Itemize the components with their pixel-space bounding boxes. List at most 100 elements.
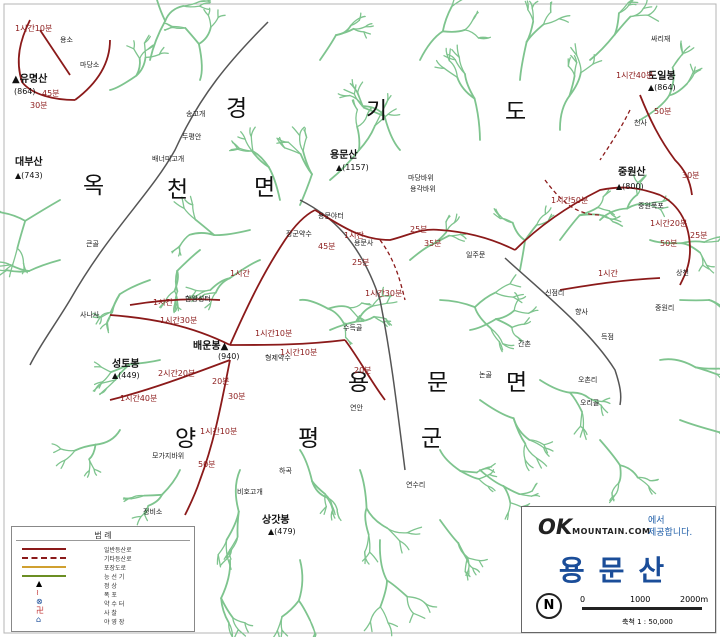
stream-line [569,391,583,413]
stream-line [448,59,458,78]
campsite-icon: ⌂ [36,615,42,624]
stream-line [280,629,283,637]
stream-line [181,196,185,209]
trail-time-label: 30분 [682,171,700,180]
peak-triangle-icon: ▲ [112,371,119,380]
stream-line [299,173,313,206]
stream-line [535,457,548,467]
place-label: 싸리재 [651,35,671,43]
stream-line [24,199,61,222]
stream-line [361,551,371,562]
stream-line [374,113,389,127]
stream-line [549,1,553,13]
region-label: 도 [505,99,527,125]
place-label: 연수리 [406,481,426,489]
stream-line [681,240,706,245]
stream-line [100,311,112,318]
stream-line [679,419,720,434]
stream-line [528,306,537,314]
region-label: 평 [298,426,320,452]
stream-line [100,366,112,373]
stream-line [487,485,494,493]
stream-line [647,14,660,22]
stream-line [639,94,671,121]
stream-line [387,622,393,637]
stream-line [225,510,240,541]
peak-sanggatbong[interactable]: 상갓봉 [262,515,290,526]
stream-line [579,427,584,438]
stream-line [0,261,11,266]
stream-line [433,234,451,245]
stream-line [702,264,710,270]
stream-line [660,195,667,203]
stream-line [502,485,521,495]
stream-line [0,210,3,214]
stream-line [382,321,388,328]
stream-line [160,300,167,309]
peak-seongtobong[interactable]: 성토봉 [112,359,140,370]
stream-line [689,63,694,73]
stream-line [281,599,300,618]
stream-line [110,363,131,373]
stream-line [378,539,388,582]
stream-line [51,443,62,450]
stream-line [488,473,498,478]
stream-line [381,286,385,297]
place-label: 신점리 [545,289,565,297]
stream-line [198,43,203,81]
stream-line [216,553,219,565]
stream-line [659,206,669,210]
stream-line [118,279,151,296]
stream-line [368,551,379,563]
stream-line [232,616,246,624]
stream-line [579,425,588,436]
stream-line [507,502,511,514]
stream-line [682,47,695,55]
stream-line [276,137,286,149]
stream-line [369,606,381,623]
stream-line [570,54,578,64]
trail-time-label: 1시간10분 [280,348,318,357]
peak-yumyeongsan[interactable]: ▲유명산 [12,74,48,85]
stream-line [479,399,515,420]
trail-time-label: 1시간 [598,269,618,278]
stream-line [642,6,653,10]
stream-line [387,113,401,116]
peak-elevation: ▲(800) [616,182,644,191]
stream-line [681,242,701,254]
stream-line [164,26,175,31]
stream-line [613,12,620,36]
okmountain-logo[interactable]: OKMOUNTAIN.COM [538,515,651,539]
place-label: 간촌 [518,340,531,348]
stream-line [173,201,185,209]
stream-line [126,45,135,50]
place-label: 용문사 [354,239,374,247]
waterfall-icon: ≀ [36,588,39,597]
stream-line [668,82,688,97]
stream-line [272,629,279,637]
peak-triangle-icon: ▲ [220,341,229,352]
stream-line [386,301,398,304]
stream-line [143,493,163,497]
peak-doilbong[interactable]: 도일봉 [648,71,676,82]
stream-line [192,204,197,221]
stream-line [567,57,571,67]
stream-line [478,559,484,568]
stream-line [525,23,545,43]
peak-baeunbong[interactable]: 배운봉▲ [193,341,229,352]
legend-divider [16,540,190,541]
stream-line [172,26,186,30]
peak-yongmunsan[interactable]: 용문산 [330,150,358,161]
stream-line [602,190,611,198]
trail-time-label: 1시간10분 [255,329,293,338]
stream-line [478,558,488,562]
peak-daebusan[interactable]: 대부산 [15,157,43,168]
stream-line [464,73,476,100]
stream-line [198,5,210,10]
legend-item: 포장도로 [18,562,188,572]
peak-jungwonsan[interactable]: 중원산 [618,167,646,178]
stream-line [369,621,373,633]
stream-line [204,302,212,309]
region-label: 군 [421,426,443,452]
